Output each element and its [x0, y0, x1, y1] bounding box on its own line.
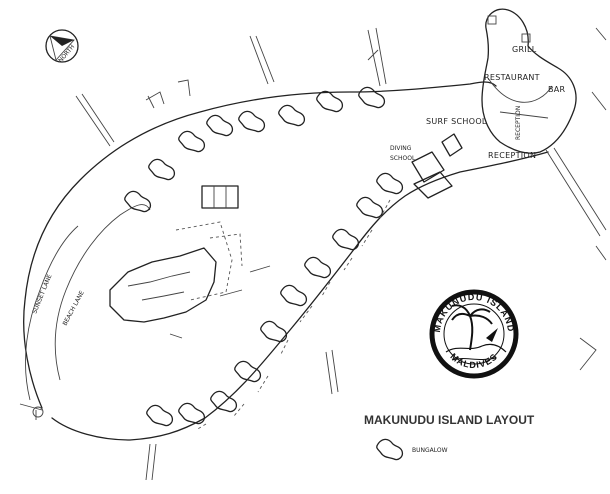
- beach-lane-label: BEACH LANE: [62, 290, 86, 327]
- school-label: SCHOOL: [390, 155, 416, 162]
- bungalow: [178, 402, 206, 425]
- reception-label: RECEPTION: [488, 151, 536, 160]
- bungalow: [260, 320, 288, 343]
- bungalow: [280, 284, 308, 307]
- island-outline: [23, 81, 549, 441]
- sunset-lane-label: SUNSET LANE: [31, 273, 53, 315]
- restaurant-label: RESTAURANT: [484, 73, 540, 82]
- bungalow: [206, 114, 234, 137]
- map-title: MAKUNUDU ISLAND LAYOUT: [364, 413, 535, 427]
- bungalow: [148, 158, 176, 181]
- bar-label: BAR: [548, 85, 566, 94]
- legend: BUNGALOW: [376, 438, 448, 461]
- central-buildings: [109, 185, 271, 339]
- bungalow: [316, 90, 344, 113]
- sunset-lane: [25, 225, 79, 401]
- bungalow: [356, 196, 384, 219]
- jetties: [19, 27, 607, 481]
- makunudu-logo: MAKUNUDU ISLAND MALDIVES: [429, 289, 519, 379]
- surf-school-label: SURF SCHOOL: [426, 117, 487, 126]
- bungalow: [376, 172, 404, 195]
- grill-label: GRILL: [512, 45, 537, 54]
- school-buildings: [411, 133, 463, 199]
- inner-lagoon: [54, 204, 151, 381]
- legend-label: BUNGALOW: [412, 447, 448, 454]
- reception-peninsula: [481, 8, 577, 154]
- bungalow: [238, 110, 266, 133]
- bungalow: [210, 390, 238, 413]
- bungalow: [146, 404, 174, 427]
- reception-vertical-label: RECEPTION: [515, 106, 522, 140]
- bungalow: [278, 104, 306, 127]
- north-compass: NORTH: [45, 29, 79, 64]
- bungalow: [178, 130, 206, 153]
- bungalow: [358, 86, 386, 109]
- bungalow: [234, 360, 262, 383]
- bungalow-icon: [376, 438, 404, 461]
- diving-label: DIVING: [390, 145, 412, 152]
- bungalows: [124, 86, 404, 427]
- bungalow: [304, 256, 332, 279]
- bungalow: [332, 228, 360, 251]
- bungalow: [124, 190, 152, 213]
- logo-bottom-text: MALDIVES: [448, 351, 499, 370]
